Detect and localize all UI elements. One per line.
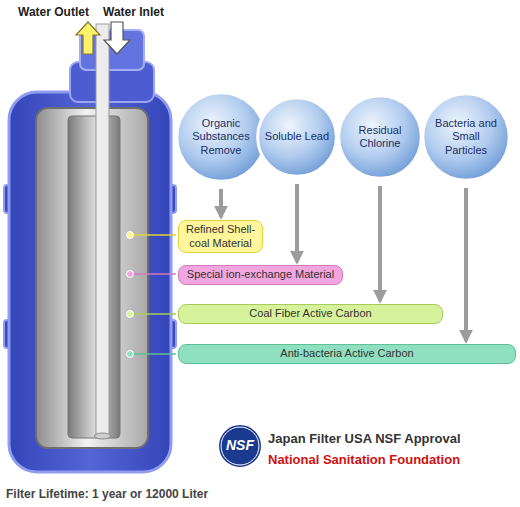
approval-text: Japan Filter USA NSF Approval <box>268 431 461 447</box>
leader-dot <box>127 311 134 318</box>
contaminant-circle: Residual Chlorine <box>337 94 423 180</box>
node-text: Bacteria and Small Particles <box>430 117 502 157</box>
lifetime-note: Filter Lifetime: 1 year or 12000 Liter <box>6 487 208 501</box>
text-holder: Soluble Lead <box>264 96 330 178</box>
leader-line <box>130 353 176 355</box>
port-label: Water Inlet <box>103 5 164 19</box>
outlet-arrow <box>76 22 100 54</box>
node-text: Refined Shell-coal Material <box>185 223 256 249</box>
text-holder: Special ion-exchange Material <box>179 266 342 284</box>
node-text: Organic Substances Remove <box>184 117 258 157</box>
contaminant-circle: Organic Substances Remove <box>175 91 267 183</box>
leader-dot <box>127 351 134 358</box>
filter-layer-band: Coal Fiber Active Carbon <box>178 304 443 324</box>
filter-layer-band: Special ion-exchange Material <box>178 265 343 285</box>
flow-arrow <box>295 184 299 262</box>
text-holder: Bacteria and Small Particles <box>430 92 502 182</box>
inlet-arrow <box>104 22 130 54</box>
leader-line <box>130 273 176 275</box>
filter-canister <box>36 108 148 448</box>
organization-name: National Sanitation Foundation <box>268 452 460 468</box>
leader-dot <box>127 232 134 239</box>
circle-shape <box>258 98 337 177</box>
node-text: Coal Fiber Active Carbon <box>249 307 371 320</box>
text-holder: Organic Substances Remove <box>184 91 258 183</box>
contaminant-circle: Bacteria and Small Particles <box>421 92 511 182</box>
port-label: Water Outlet <box>18 5 89 19</box>
circle-shape <box>339 96 422 179</box>
contaminant-circle: Soluble Lead <box>256 96 338 178</box>
flow-arrow <box>378 186 382 301</box>
node-text: Special ion-exchange Material <box>187 268 334 281</box>
text-holder: Residual Chlorine <box>346 94 415 180</box>
text-holder: Anti-bacteria Active Carbon <box>179 345 515 363</box>
node-text: Residual Chlorine <box>346 124 415 150</box>
flow-arrow <box>464 188 468 341</box>
filter-housing <box>9 92 171 472</box>
filter-core <box>68 116 120 438</box>
leader-line <box>130 313 176 315</box>
filter-layer-band: Refined Shell-coal Material <box>178 220 263 253</box>
logo-text: NSF <box>218 437 262 454</box>
leader-dot <box>127 271 134 278</box>
text-holder: Refined Shell-coal Material <box>179 221 262 252</box>
circle-shape <box>423 94 509 180</box>
center-pipe <box>96 24 109 436</box>
flow-arrow <box>219 189 223 217</box>
leader-line <box>130 234 176 236</box>
node-text: Soluble Lead <box>265 130 329 143</box>
pipe-end <box>95 433 111 439</box>
circle-shape <box>177 93 265 181</box>
node-text: Anti-bacteria Active Carbon <box>280 347 413 360</box>
text-holder: Coal Fiber Active Carbon <box>179 305 442 323</box>
filter-layer-band: Anti-bacteria Active Carbon <box>178 344 516 364</box>
nsf-logo <box>218 424 262 468</box>
